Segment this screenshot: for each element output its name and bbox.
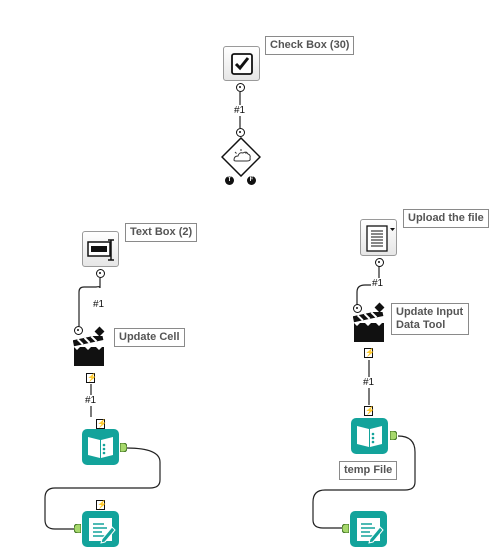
book-input-icon <box>88 437 113 458</box>
input-data-output-anchor[interactable] <box>120 443 127 452</box>
condition-tool[interactable] <box>221 137 261 177</box>
input-data-action-anchor[interactable]: ⚡ <box>96 419 107 429</box>
output-data-tool[interactable] <box>350 511 387 547</box>
book-input-icon <box>357 426 382 447</box>
connection-count: #1 <box>371 278 385 289</box>
condition-icon <box>221 137 261 177</box>
upload-file-label[interactable]: Upload the file <box>403 209 489 228</box>
file-browse-tool[interactable] <box>360 219 397 256</box>
connection-count: #1 <box>84 395 98 406</box>
check-box-tool[interactable] <box>223 46 260 81</box>
update-cell-label[interactable]: Update Cell <box>114 328 185 347</box>
update-cell-output-anchor[interactable]: ⚡ <box>86 373 97 383</box>
file-browse-icon <box>366 225 395 252</box>
text-box-label[interactable]: Text Box (2) <box>125 223 198 242</box>
check-box-icon <box>231 53 253 75</box>
connection-count: #1 <box>233 105 247 116</box>
condition-input-anchor[interactable] <box>236 128 245 137</box>
output-data-tool[interactable] <box>82 511 119 547</box>
output-data-input-anchor[interactable] <box>74 524 81 533</box>
text-box-icon <box>87 239 114 261</box>
check-box-output-anchor[interactable] <box>236 83 245 92</box>
text-box-output-anchor[interactable] <box>96 269 105 278</box>
input-data-action-anchor[interactable]: ⚡ <box>364 406 375 416</box>
output-data-icon <box>357 518 384 544</box>
update-input-tool[interactable] <box>353 312 385 343</box>
temp-file-label[interactable]: temp File <box>339 461 398 480</box>
condition-true-anchor[interactable]: T <box>225 176 234 185</box>
output-data-action-anchor[interactable]: ⚡ <box>96 500 107 510</box>
update-cell-input-anchor[interactable] <box>74 326 83 335</box>
clapperboard-icon <box>73 336 104 366</box>
input-data-output-anchor[interactable] <box>390 431 397 440</box>
input-data-tool[interactable] <box>351 418 388 454</box>
condition-false-anchor[interactable]: F <box>247 176 256 185</box>
connection-count: #1 <box>362 377 376 388</box>
connection-count: #1 <box>92 299 106 310</box>
update-input-input-anchor[interactable] <box>353 304 362 313</box>
check-box-label[interactable]: Check Box (30) <box>265 36 355 55</box>
update-input-output-anchor[interactable]: ⚡ <box>364 348 375 358</box>
clapperboard-icon <box>353 312 384 342</box>
input-data-tool[interactable] <box>82 429 119 465</box>
update-cell-tool[interactable] <box>73 336 105 367</box>
file-browse-output-anchor[interactable] <box>375 258 384 267</box>
text-box-tool[interactable] <box>82 231 119 267</box>
update-input-label[interactable]: Update Input Data Tool <box>391 303 469 335</box>
output-data-input-anchor[interactable] <box>342 524 349 533</box>
output-data-icon <box>89 518 116 544</box>
